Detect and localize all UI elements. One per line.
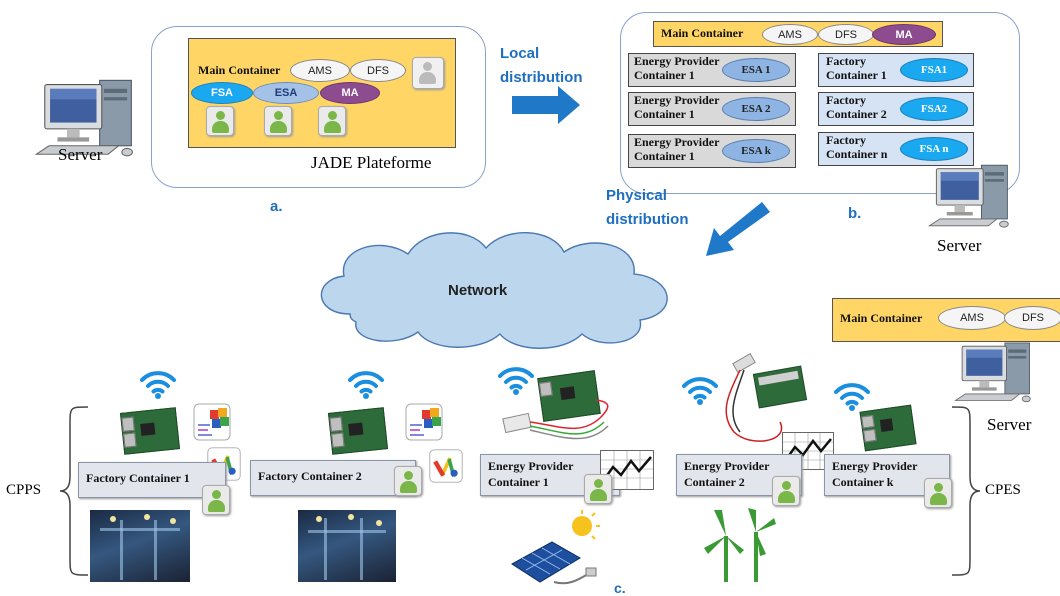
panel-b-fsa-1-pill: FSA1 bbox=[900, 58, 968, 82]
factory-1-agent-icon bbox=[202, 485, 230, 515]
tools-app-icon-2 bbox=[428, 448, 464, 484]
factory-container-2 bbox=[250, 460, 416, 496]
physical-distribution-label: Physical distribution bbox=[606, 187, 689, 228]
panel-b-factory-n-line2: Container n bbox=[826, 147, 888, 161]
server-right-label: Server bbox=[937, 236, 982, 255]
network-label: Network bbox=[448, 282, 508, 299]
wifi-icon-5 bbox=[832, 380, 872, 412]
local-distribution-arrow bbox=[512, 86, 580, 124]
solar-panel-icon bbox=[511, 510, 600, 585]
panel-b-energy-1-line1: Energy Provider bbox=[634, 54, 720, 68]
wifi-icon-1 bbox=[138, 368, 178, 400]
server-right-computer-icon bbox=[925, 160, 1017, 238]
energy-provider-1-line2: Container 1 bbox=[488, 475, 549, 489]
panel-c-ams-pill: AMS bbox=[938, 306, 1006, 330]
network-cloud bbox=[320, 231, 668, 349]
panel-b-factory-2-line2: Container 2 bbox=[826, 107, 887, 121]
panel-a-agent-icon-2 bbox=[264, 106, 292, 136]
factory-container-1-label: Factory Container 1 bbox=[86, 471, 190, 485]
panel-b-esa-1-pill: ESA 1 bbox=[722, 58, 790, 82]
panel-b-energy-2-line1: Energy Provider bbox=[634, 93, 720, 107]
panel-b-ams-pill: AMS bbox=[762, 24, 818, 45]
panel-b-factory-n-line1: Factory bbox=[826, 133, 866, 147]
server-left-label: Server bbox=[58, 145, 103, 164]
panel-b-ma-pill: MA bbox=[872, 24, 936, 45]
raspberry-board-icon-2 bbox=[327, 407, 389, 455]
energy-provider-1-line1: Energy Provider bbox=[488, 459, 574, 473]
wind-turbine-icon bbox=[704, 508, 776, 582]
panel-b-factory-1-line2: Container 1 bbox=[826, 68, 887, 82]
panel-b-main-container-label: Main Container bbox=[661, 26, 744, 40]
energy-provider-2-agent-icon bbox=[772, 476, 800, 506]
panel-b-caption: b. bbox=[848, 205, 862, 222]
panel-a-ma-pill: MA bbox=[320, 82, 380, 104]
factory-container-1 bbox=[78, 462, 226, 498]
panel-a-dfs-pill: DFS bbox=[350, 59, 406, 82]
panel-a-platform-label: JADE Plateforme bbox=[311, 153, 432, 172]
factory-2-photo bbox=[298, 510, 396, 582]
energy-provider-1-agent-icon bbox=[584, 474, 612, 504]
factory-2-agent-icon bbox=[394, 466, 422, 496]
panel-b-energy-3-line1: Energy Provider bbox=[634, 135, 720, 149]
energy-provider-2-line2: Container 2 bbox=[684, 475, 745, 489]
physical-distribution-arrow bbox=[706, 202, 770, 256]
energy-provider-k-line2: Container k bbox=[832, 475, 894, 489]
panel-b-fsa-2-pill: FSA2 bbox=[900, 97, 968, 121]
factory-1-photo bbox=[90, 510, 190, 582]
cpps-label: CPPS bbox=[6, 482, 42, 498]
cpes-label: CPES bbox=[985, 482, 1021, 498]
wifi-icon-3 bbox=[496, 364, 536, 396]
server-bottom-computer-icon bbox=[945, 338, 1045, 412]
panel-b-dfs-pill: DFS bbox=[818, 24, 874, 45]
panel-a-esa-pill: ESA bbox=[253, 82, 319, 104]
cpes-bracket bbox=[951, 406, 981, 576]
blocks-app-icon-2 bbox=[404, 402, 444, 442]
panel-b-esa-2-pill: ESA 2 bbox=[722, 97, 790, 121]
panel-c-caption: c. bbox=[614, 580, 626, 596]
energy-provider-container-k bbox=[824, 454, 950, 496]
panel-a-agent-icon-3 bbox=[318, 106, 346, 136]
panel-c-main-container-label: Main Container bbox=[840, 311, 923, 325]
panel-b-fsa-n-pill: FSA n bbox=[900, 137, 968, 161]
panel-a-fsa-pill: FSA bbox=[191, 82, 253, 104]
local-distribution-label: Local distribution bbox=[500, 45, 583, 86]
panel-c-dfs-pill: DFS bbox=[1004, 306, 1060, 330]
blocks-app-icon-1 bbox=[192, 402, 232, 442]
wifi-icon-2 bbox=[346, 368, 386, 400]
sensor-device-icon bbox=[725, 352, 808, 442]
panel-b-energy-1-line2: Container 1 bbox=[634, 68, 695, 82]
panel-a-agent-top-icon bbox=[412, 57, 444, 89]
panel-c-server-label: Server bbox=[987, 415, 1032, 434]
panel-a-ams-pill: AMS bbox=[290, 59, 350, 82]
energy-provider-2-line1: Energy Provider bbox=[684, 459, 770, 473]
raspberry-board-icon-5 bbox=[859, 404, 917, 452]
panel-b-energy-3-line2: Container 1 bbox=[634, 149, 695, 163]
panel-a-agent-icon-1 bbox=[206, 106, 234, 136]
sensor-wires-icon-1 bbox=[502, 399, 609, 440]
panel-a-caption: a. bbox=[270, 198, 283, 215]
panel-a-main-container-label: Main Container bbox=[198, 63, 281, 77]
cpps-bracket bbox=[59, 406, 89, 576]
panel-b-factory-2-line1: Factory bbox=[826, 93, 866, 107]
panel-b-esa-k-pill: ESA k bbox=[722, 139, 790, 163]
factory-container-2-label: Factory Container 2 bbox=[258, 469, 362, 483]
panel-b-factory-1-line1: Factory bbox=[826, 54, 866, 68]
raspberry-board-icon-1 bbox=[119, 407, 181, 455]
energy-provider-k-agent-icon bbox=[924, 478, 952, 508]
energy-provider-k-line1: Energy Provider bbox=[832, 459, 918, 473]
panel-b-energy-2-line2: Container 1 bbox=[634, 107, 695, 121]
